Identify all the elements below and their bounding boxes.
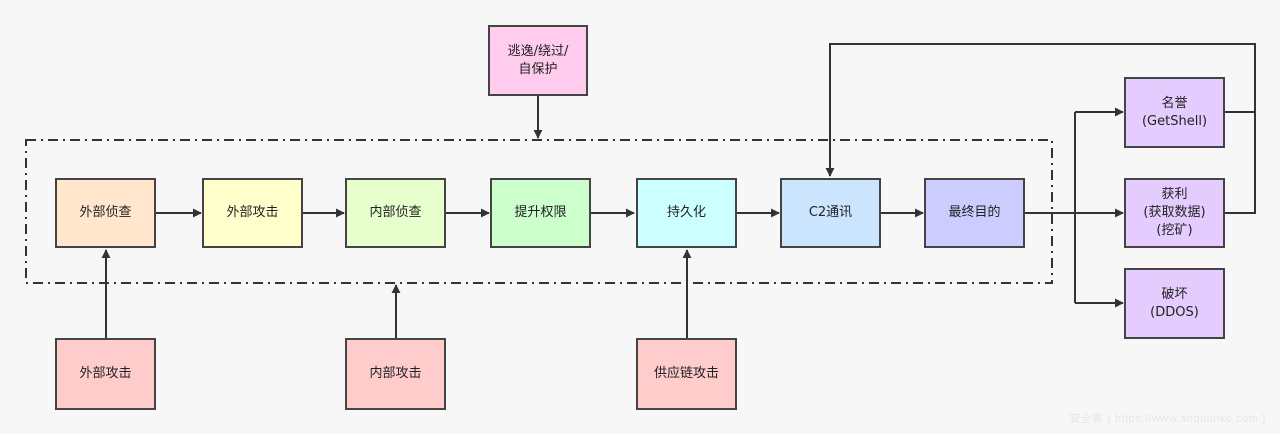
node-external-recon-label: 外部侦查 (79, 205, 132, 220)
node-source-supply-chain-attack-label: 供应链攻击 (653, 366, 719, 381)
node-privilege-escalation-label: 提升权限 (514, 205, 567, 220)
node-persistence: 持久化 (636, 178, 737, 248)
node-final-goal: 最终目的 (924, 178, 1025, 248)
feedback-fame-to-c2 (825, 43, 1256, 177)
node-external-recon: 外部侦查 (55, 178, 156, 248)
node-destroy-line-1: 破坏 (1161, 286, 1188, 302)
node-source-internal-attack: 内部攻击 (345, 338, 446, 410)
node-final-goal-label: 最终目的 (948, 205, 1001, 220)
node-persistence-label: 持久化 (666, 205, 706, 220)
node-internal-recon-label: 内部侦查 (369, 205, 422, 220)
node-external-attack-label: 外部攻击 (226, 205, 279, 220)
node-profit-line-3: (挖矿) (1156, 223, 1193, 238)
node-fame-line-2: (GetShell) (1141, 113, 1208, 129)
node-fame-line-1: 名誉 (1161, 95, 1188, 111)
node-source-external-attack-label: 外部攻击 (79, 366, 132, 381)
node-profit-line-2: (获取数据) (1143, 205, 1206, 220)
node-profit: 获利 (获取数据) (挖矿) (1124, 178, 1225, 248)
node-source-external-attack: 外部攻击 (55, 338, 156, 410)
feedback-profit-to-loop (1225, 112, 1256, 214)
attack-phase-container (25, 139, 1053, 284)
node-privilege-escalation: 提升权限 (490, 178, 591, 248)
node-source-supply-chain-attack: 供应链攻击 (636, 338, 737, 410)
node-evasion: 逃逸/绕过/ 自保护 (488, 25, 588, 96)
node-evasion-line-1: 逃逸/绕过/ (507, 43, 569, 59)
node-profit-line-1: 获利 (1161, 187, 1188, 202)
watermark: 安全客 ( https://www.anquanke.com ) (1069, 413, 1266, 425)
node-evasion-line-2: 自保护 (518, 61, 558, 77)
node-destroy-line-2: (DDOS) (1150, 304, 1199, 320)
node-c2-communication-label: C2通讯 (808, 205, 853, 220)
node-source-internal-attack-label: 内部攻击 (369, 366, 422, 381)
node-internal-recon: 内部侦查 (345, 178, 446, 248)
node-c2-communication: C2通讯 (780, 178, 881, 248)
node-external-attack: 外部攻击 (202, 178, 303, 248)
node-destroy: 破坏 (DDOS) (1124, 268, 1225, 339)
node-fame: 名誉 (GetShell) (1124, 77, 1225, 148)
